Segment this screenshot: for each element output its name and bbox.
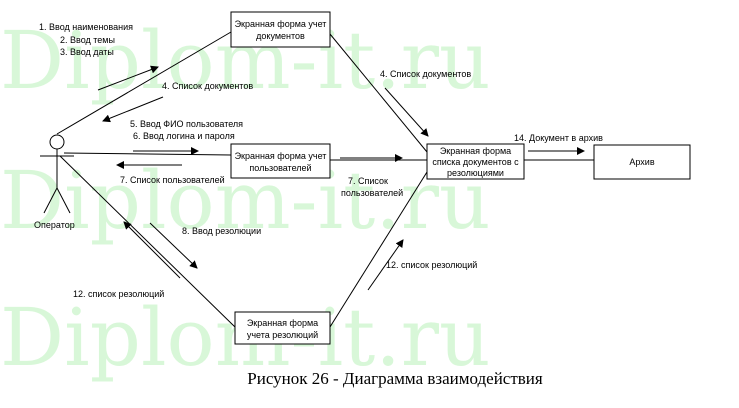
box-doclist-form-line3: резолюциями (447, 168, 504, 178)
label-m8: 8. Ввод резолюции (182, 226, 261, 236)
box-users-form-line2: пользователей (249, 163, 311, 173)
box-doclist-form-line1: Экранная форма (440, 146, 511, 156)
box-docs-form: Экранная форма учет документов (230, 11, 331, 48)
arrow-m4-left (102, 96, 164, 123)
box-resolutions-form-line1: Экранная форма (247, 318, 318, 328)
link-actor-users (63, 152, 232, 156)
box-resolutions-form-line2: учета резолюций (247, 330, 318, 340)
label-m14: 14. Документ в архив (514, 133, 603, 143)
link-actor-resolutions (59, 155, 236, 328)
label-m3: 3. Ввод даты (60, 47, 114, 57)
label-m7-right-line1: 7. Список (348, 176, 388, 186)
box-users-form-line1: Экранная форма учет (235, 151, 327, 161)
box-doclist-form: Экранная форма списка документов с резол… (426, 143, 525, 180)
box-docs-form-line2: документов (256, 31, 305, 41)
link-resolutions-doclist (329, 171, 428, 328)
box-users-form: Экранная форма учет пользователей (230, 143, 331, 179)
link-actor-docs (56, 31, 232, 135)
actor-left-leg (43, 187, 58, 214)
box-docs-form-line1: Экранная форма учет (235, 19, 327, 29)
actor-operator (40, 134, 74, 214)
label-m7-right-line2: пользователей (341, 188, 403, 198)
label-m12-left: 12. список резолюций (73, 289, 164, 299)
box-resolutions-form: Экранная форма учета резолюций (234, 311, 331, 345)
arrow-m8 (149, 222, 198, 269)
figure-caption: Рисунок 26 - Диаграмма взаимодействия (247, 369, 543, 388)
actor-label: Оператор (34, 220, 75, 230)
label-m4-right: 4. Список документов (380, 69, 471, 79)
link-docs-doclist (329, 33, 428, 153)
label-m2: 2. Ввод темы (60, 35, 115, 45)
arrow-m12-left (123, 221, 181, 279)
box-doclist-form-line2: списка документов с (432, 157, 519, 167)
label-m1: 1. Ввод наименования (39, 22, 133, 32)
box-archive: Архив (593, 144, 691, 180)
arrow-m4-right (384, 87, 429, 137)
label-m7-left: 7. Список пользователей (120, 175, 225, 185)
label-m12-right: 12. список резолюций (386, 260, 477, 270)
box-archive-line1: Архив (629, 157, 654, 167)
label-m6: 6. Ввод логина и пароля (133, 131, 235, 141)
actor-right-leg (56, 187, 71, 214)
actor-head (49, 134, 65, 150)
arrow-m12-right (367, 239, 404, 291)
label-m4-left: 4. Список документов (162, 81, 253, 91)
association-lines (56, 31, 594, 328)
message-arrows (97, 65, 585, 291)
label-m5: 5. Ввод ФИО пользователя (130, 119, 243, 129)
arrow-m1-3 (97, 65, 159, 91)
